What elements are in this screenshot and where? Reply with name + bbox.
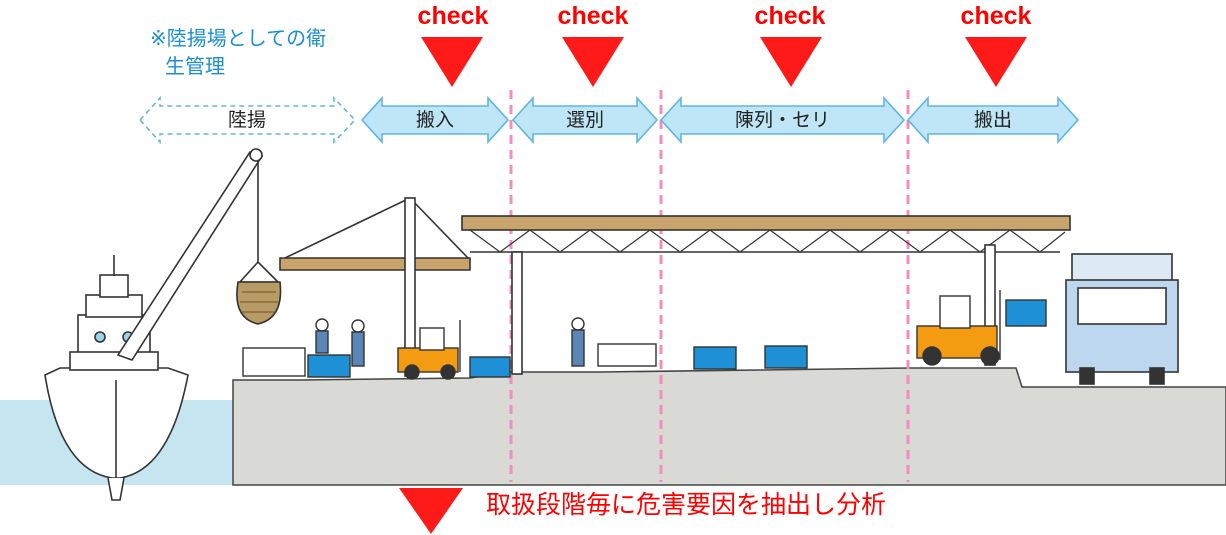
forklift-shipping [916,290,1047,366]
check-triangle-receiving [421,37,483,87]
stage-label-shipping: 搬出 [973,109,1012,131]
hygiene-note-line2: 生管理 [165,54,225,78]
workers [315,317,585,367]
check-label-display-auction: check [754,2,826,30]
stage-dividers [509,90,910,482]
arrow-landing [138,95,357,145]
arrow-shipping [906,95,1080,145]
hygiene-note: ※陸揚場としての衛 生管理 [150,24,326,80]
check-triangle-display-auction [760,37,822,87]
check-label-shipping: check [960,2,1032,30]
arrow-receiving [360,95,510,145]
conclusion-triangle [399,488,463,534]
truck [1065,253,1179,385]
stage-label-display-auction: 陳列・セリ [734,109,830,131]
stage-arrows [138,95,1080,145]
check-triangle-sorting [562,37,624,87]
hygiene-note-line1: ※陸揚場としての衛 [150,26,327,50]
unloading-canopy [279,197,471,377]
market-roof [461,215,1071,375]
crane [116,148,282,361]
quay-ground [232,367,1226,486]
arrow-display-auction [659,95,906,145]
forklift-unloading [397,320,461,380]
check-label-sorting: check [557,2,629,30]
fish-containers [242,343,808,378]
check-label-receiving: check [417,2,489,30]
stage-label-sorting: 選別 [565,109,604,131]
stage-label-receiving: 搬入 [415,109,454,131]
stage-label-landing: 陸揚 [227,109,266,131]
check-triangle-shipping [965,37,1027,87]
conclusion-text: 取扱段階毎に危害要因を抽出し分析 [486,490,887,519]
arrow-sorting [511,95,659,145]
